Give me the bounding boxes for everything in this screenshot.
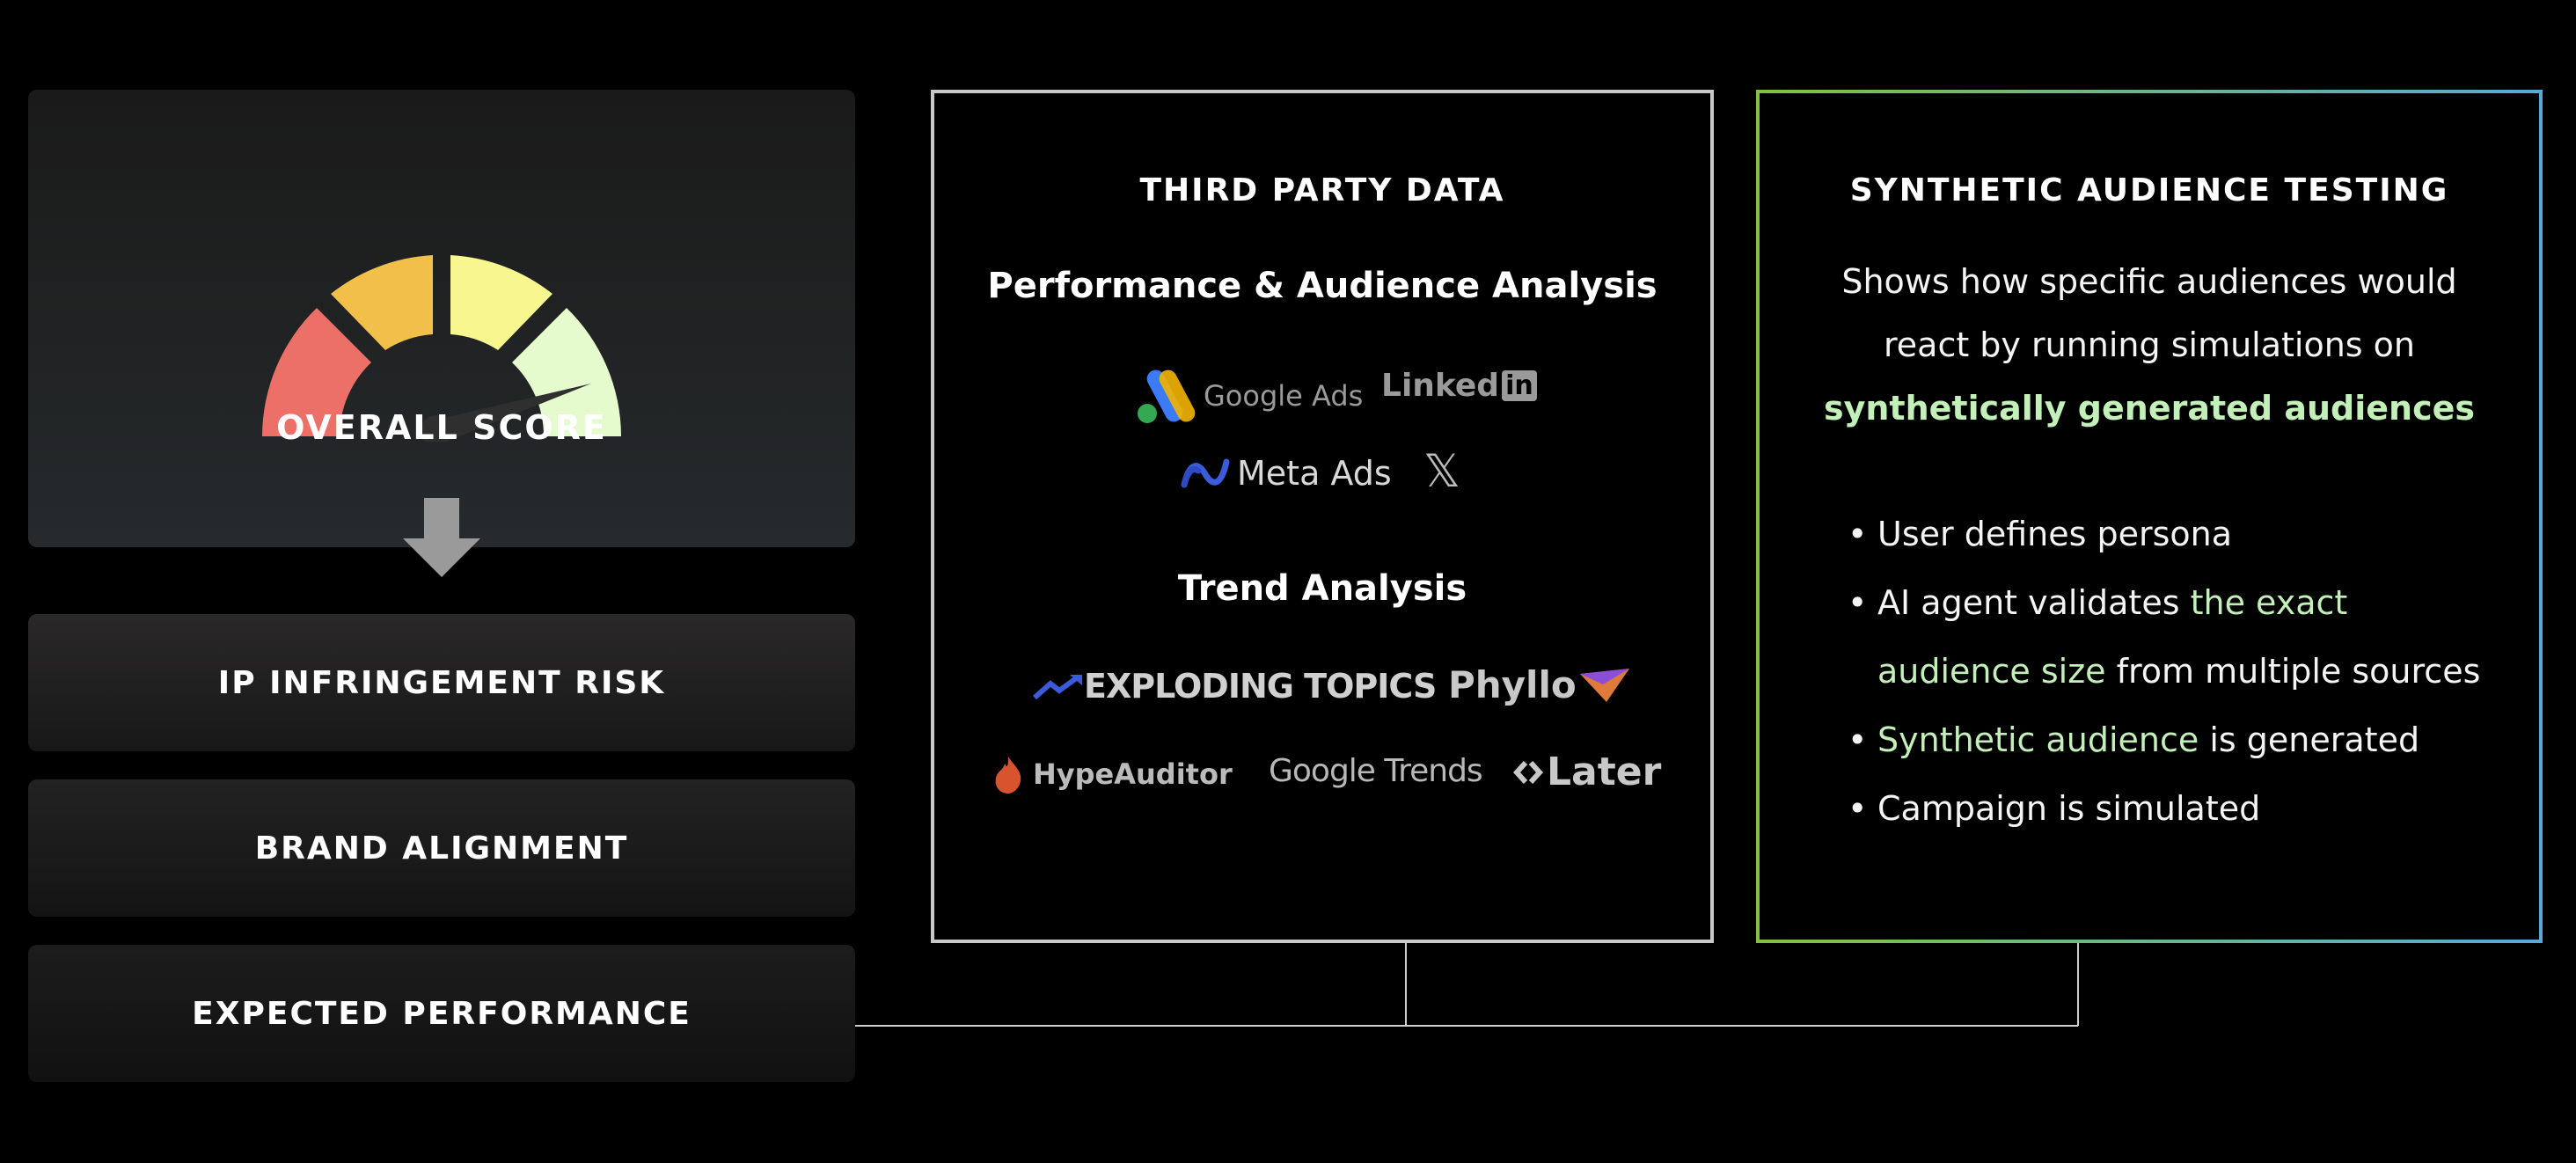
performance-audience-heading: Performance & Audience Analysis — [987, 266, 1658, 306]
linkedin-in-mark: in — [1502, 370, 1537, 401]
overall-score-panel: OVERALL SCORE — [28, 90, 855, 547]
linkedin-text: Linked — [1381, 368, 1500, 404]
google-ads-logo: Google Ads — [1137, 368, 1363, 424]
phyllo-arrow-icon — [1579, 668, 1629, 702]
meta-ads-logo: Meta Ads — [1181, 454, 1392, 493]
gauge-icon — [262, 255, 621, 442]
phyllo-logo: Phyllo — [1448, 663, 1629, 706]
meta-infinity-icon — [1181, 458, 1230, 488]
process-steps-list: User defines persona AI agent validates … — [1848, 500, 2513, 843]
third-party-data-title: THIRD PARTY DATA — [1139, 172, 1505, 208]
phyllo-text: Phyllo — [1448, 663, 1577, 706]
third-party-data-box: THIRD PARTY DATA Performance & Audience … — [931, 90, 1714, 943]
later-logo: Later — [1513, 750, 1661, 794]
x-icon: 𝕏 — [1423, 445, 1460, 498]
step-simulate-campaign: Campaign is simulated — [1848, 774, 2513, 843]
google-trends-logo: Google Trends — [1269, 753, 1483, 789]
exploding-topics-logo: EXPLODING TOPICS — [1033, 667, 1437, 706]
step-2-text-b: from multiple sources — [2105, 652, 2481, 691]
desc-highlight: synthetically generated audiences — [1823, 389, 2476, 428]
expected-performance-label: EXPECTED PERFORMANCE — [192, 995, 692, 1032]
brand-alignment-label: BRAND ALIGNMENT — [254, 830, 629, 867]
step-validate-size: AI agent validates the exact audience siz… — [1848, 568, 2513, 706]
synthetic-audience-title: SYNTHETIC AUDIENCE TESTING — [1849, 172, 2449, 208]
step-generate-audience: Synthetic audience is generated — [1848, 706, 2513, 774]
step-3-text: is generated — [2199, 720, 2420, 759]
meta-ads-text: Meta Ads — [1237, 454, 1392, 493]
step-2-highlight-a: the exact — [2190, 583, 2348, 622]
step-1-text: User defines persona — [1877, 515, 2233, 553]
step-define-persona: User defines persona — [1848, 500, 2513, 568]
ip-infringement-risk-label: IP INFRINGEMENT RISK — [217, 664, 666, 701]
later-chevrons-icon — [1513, 760, 1543, 784]
expected-performance-box: EXPECTED PERFORMANCE — [28, 945, 855, 1082]
synthetic-audience-description: Shows how specific audiences would react… — [1795, 250, 2504, 440]
flame-icon — [995, 757, 1021, 794]
hypeauditor-text: HypeAuditor — [1033, 757, 1233, 791]
arrow-down-icon — [403, 498, 480, 577]
ip-infringement-risk-box: IP INFRINGEMENT RISK — [28, 614, 855, 751]
hypeauditor-logo: HypeAuditor — [992, 755, 1233, 794]
step-4-text: Campaign is simulated — [1877, 789, 2261, 828]
synthetic-audience-box: SYNTHETIC AUDIENCE TESTING Shows how spe… — [1756, 90, 2543, 943]
step-3-highlight: Synthetic audience — [1877, 720, 2199, 759]
desc-line-1: Shows how specific audiences would — [1841, 262, 2457, 301]
overall-score-label: OVERALL SCORE — [276, 408, 607, 447]
x-logo: 𝕏 — [1423, 445, 1460, 498]
trend-arrow-icon — [1033, 674, 1082, 699]
google-trends-text: Google Trends — [1269, 753, 1483, 789]
later-text: Later — [1547, 750, 1662, 794]
step-2-text-a: AI agent validates — [1877, 583, 2191, 622]
desc-line-2: react by running simulations on — [1883, 325, 2416, 364]
brand-alignment-box: BRAND ALIGNMENT — [28, 779, 855, 917]
google-ads-icon — [1138, 369, 1196, 423]
google-ads-text: Google Ads — [1204, 379, 1364, 413]
exploding-topics-text: EXPLODING TOPICS — [1084, 667, 1437, 706]
trend-analysis-heading: Trend Analysis — [1177, 568, 1467, 609]
step-2-highlight-b: audience size — [1877, 652, 2106, 691]
